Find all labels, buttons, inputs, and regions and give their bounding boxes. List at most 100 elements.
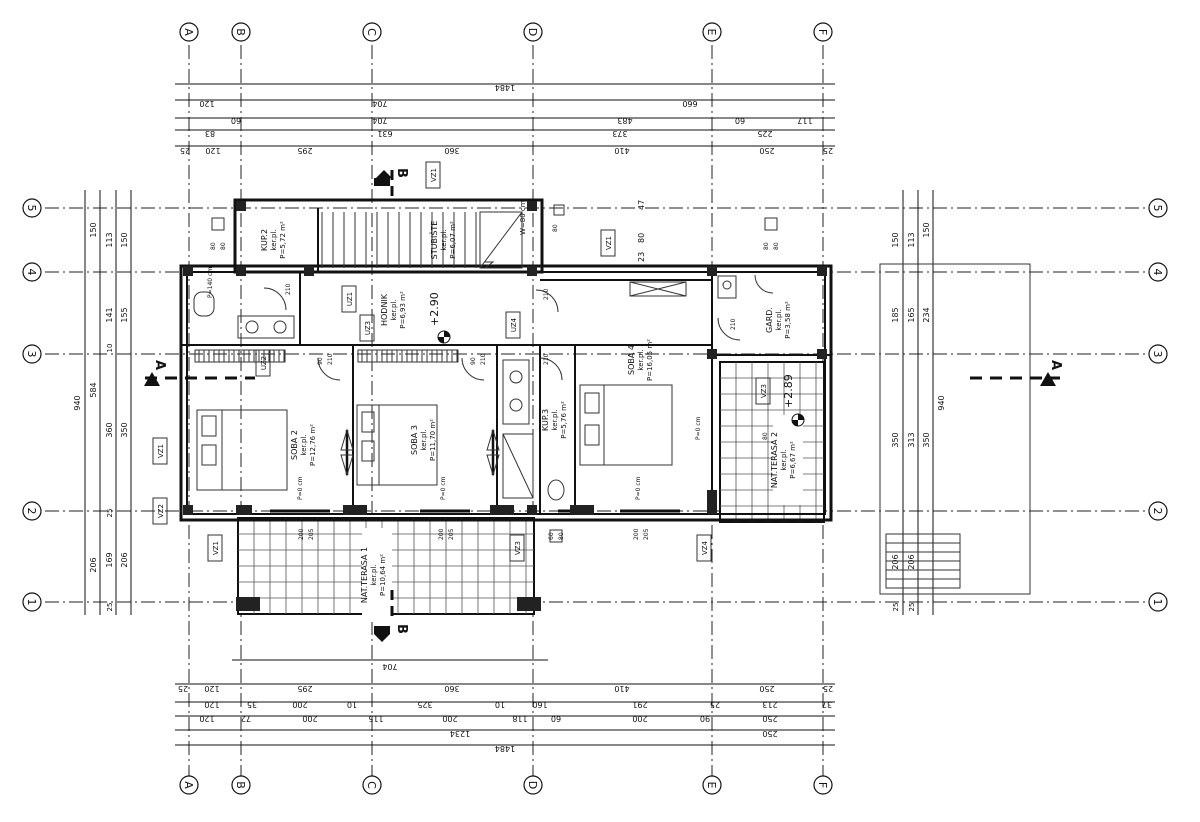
section-a-label-right: A [1048, 360, 1063, 370]
room-hodnik-name: HODNIK [380, 293, 389, 326]
dim-top-631: 631 [377, 129, 392, 138]
section-marker-b-top: B [374, 168, 409, 200]
svg-text:2: 2 [25, 508, 38, 515]
dim-right-940: 940 [937, 395, 946, 410]
section-marker-a-left: A [144, 360, 255, 386]
stair-dim-80: 80 [637, 233, 646, 243]
svg-text:VZ1: VZ1 [212, 541, 220, 555]
grid-bubble-5-right: 5 [1148, 198, 1168, 218]
svg-text:4: 4 [1151, 269, 1164, 276]
svg-text:210: 210 [285, 283, 292, 295]
svg-text:P=0 cm: P=0 cm [635, 476, 642, 500]
svg-text:1: 1 [1151, 599, 1164, 606]
svg-text:F: F [816, 29, 829, 35]
dim-right-313: 313 [907, 432, 916, 447]
dim-top-25: 25 [180, 146, 190, 155]
tag-vz1-top: VZ1 [425, 161, 441, 189]
terrace-2 [719, 361, 825, 523]
svg-text:205: 205 [643, 528, 650, 540]
opening-annotations: 210 90 210 90 210 210 210 210 P=140 cm P… [207, 204, 780, 543]
grid-bubble-d-bottom: D [523, 775, 543, 795]
dim-bottom-410: 410 [614, 684, 629, 693]
level-marker-terrace: +2.89 [782, 374, 805, 427]
bottom-dimensions: 704 25 120 295 360 410 250 25 120 35 200… [175, 659, 835, 753]
dim-bottom-325: 325 [417, 700, 432, 709]
section-a-label-left: A [152, 360, 167, 370]
grid-bubble-c-top: C [362, 22, 382, 42]
svg-text:210: 210 [543, 288, 550, 300]
svg-text:210: 210 [730, 318, 737, 330]
svg-text:VZ1: VZ1 [605, 236, 613, 250]
room-terasa2-floor: ker.pl. [780, 449, 788, 470]
svg-text:P=140 cm: P=140 cm [207, 267, 214, 298]
tag-vz1-stair: VZ1 [600, 229, 616, 257]
grid-bubble-5-left: 5 [22, 198, 42, 218]
dim-bottom-35: 35 [247, 700, 257, 709]
section-b-label-top: B [394, 168, 409, 178]
dim-bottom-291: 291 [632, 700, 647, 709]
dim-right-25b: 25 [908, 603, 916, 612]
dim-bottom-295: 295 [297, 684, 312, 693]
svg-text:E: E [705, 29, 718, 36]
room-kup3-floor: ker.pl. [551, 409, 559, 430]
dim-left-206b: 206 [120, 552, 129, 567]
grid-bubble-f-bottom: F [813, 775, 833, 795]
dim-right-206b: 206 [907, 554, 916, 569]
room-soba4-area: P=16,05 m² [646, 339, 654, 381]
grid-bubble-b-bottom: B [231, 775, 251, 795]
grid-bubble-d-top: D [523, 22, 543, 42]
svg-text:VZ3: VZ3 [514, 541, 522, 555]
dim-top-83: 83 [205, 129, 215, 138]
dim-left-25: 25 [106, 509, 114, 518]
dim-right-185: 185 [891, 307, 900, 322]
grid-bubble-a-top: A [179, 22, 199, 42]
grid-bubble-a-bottom: A [179, 775, 199, 795]
dim-bottom-120c: 120 [199, 714, 214, 723]
grid-bubble-1-right: 1 [1148, 592, 1168, 612]
svg-text:90: 90 [470, 357, 477, 365]
dim-right-25: 25 [892, 603, 900, 612]
room-soba2-name: SOBA 2 [290, 430, 299, 460]
dim-right-350: 350 [891, 432, 900, 447]
dim-right-150b: 150 [922, 222, 931, 237]
stair-dim-47: 47 [637, 200, 646, 210]
grid-bubble-b-top: B [231, 22, 251, 42]
dim-bottom-10b: 10 [495, 700, 505, 709]
tag-uz2: UZ2 [255, 349, 271, 377]
dim-bottom-72: 72 [241, 714, 251, 723]
section-b-label-bottom: B [394, 624, 409, 634]
grid-bubble-2-right: 2 [1148, 501, 1168, 521]
svg-text:80: 80 [552, 224, 559, 232]
dim-top-483: 483 [617, 116, 632, 125]
svg-text:A: A [182, 28, 195, 36]
svg-text:UZ3: UZ3 [364, 321, 372, 335]
dim-left-169: 169 [105, 552, 114, 567]
dim-top-total: 1484 [495, 83, 515, 92]
dim-bottom-213: 213 [762, 700, 777, 709]
room-terasa1-area: P=10,64 m² [379, 554, 387, 596]
dim-left-150: 150 [89, 222, 98, 237]
room-kup2-area: P=5,72 m² [279, 221, 287, 259]
tag-vz3-bottom: VZ3 [509, 534, 525, 562]
level-marker-main: +2.90 [428, 292, 451, 344]
svg-text:VZ2: VZ2 [157, 504, 165, 518]
room-soba2-area: P=12,76 m² [309, 424, 317, 466]
room-soba4-floor: ker.pl. [637, 349, 645, 370]
grid-bubble-2-left: 2 [22, 501, 42, 521]
section-marker-b-bottom: B [374, 590, 409, 642]
svg-text:1: 1 [25, 599, 38, 606]
top-dimensions: 1484 704 660 120 704 483 117 60 83 60 63… [175, 83, 835, 155]
room-soba3-area: P=11,70 m² [429, 419, 437, 461]
dim-left-150b: 150 [120, 232, 129, 247]
dim-bottom-120b: 120 [204, 700, 219, 709]
dim-right-113: 113 [907, 232, 916, 247]
dim-bottom-704: 704 [382, 662, 397, 671]
svg-text:5: 5 [25, 205, 38, 212]
svg-text:D: D [526, 28, 539, 36]
svg-text:A: A [182, 781, 195, 789]
grid-bubble-f-top: F [813, 22, 833, 42]
svg-text:VZ1: VZ1 [430, 168, 438, 182]
dim-top-373: 373 [612, 129, 627, 138]
grid-bubble-3-right: 3 [1148, 344, 1168, 364]
